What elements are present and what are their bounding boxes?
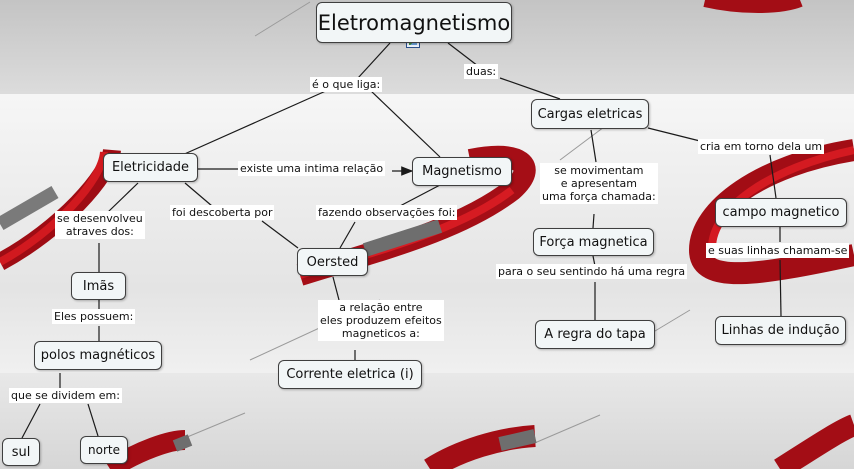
label-para-o-seu-sentido: para o seu sentindo há uma regra: [496, 264, 688, 279]
label-a-relacao-line-3: magneticos a:: [341, 327, 420, 340]
label-cria-em-torno: cria em torno dela um: [698, 139, 825, 154]
node-oersted[interactable]: Oersted: [297, 248, 368, 276]
label-que-se-dividem: que se dividem em:: [9, 388, 122, 403]
label-a-relacao-line-2: eles produzem efeitos: [320, 314, 442, 327]
node-regra-do-tapa[interactable]: A regra do tapa: [535, 320, 655, 349]
label-e-suas-linhas: e suas linhas chamam-se: [706, 243, 850, 258]
node-norte[interactable]: norte: [80, 436, 128, 464]
label-se-movimentam-line-1: se movimentam: [554, 164, 644, 177]
node-eletromagnetismo[interactable]: Eletromagnetismo: [316, 2, 512, 43]
node-forca-magnetica[interactable]: Força magnetica: [533, 228, 654, 256]
label-e-o-que-liga: é o que liga:: [310, 77, 383, 92]
label-se-movimentam-line-3: uma força chamada:: [542, 190, 656, 203]
label-se-desenvolveu-line-2: atraves dos:: [65, 225, 134, 238]
node-linhas-de-inducao[interactable]: Linhas de indução: [715, 316, 846, 345]
node-magnetismo[interactable]: Magnetismo: [412, 157, 512, 186]
label-a-relacao: a relação entre eles produzem efeitos ma…: [318, 300, 444, 341]
label-a-relacao-line-1: a relação entre: [339, 301, 423, 314]
label-se-movimentam-line-2: e apresentam: [560, 177, 638, 190]
connectors: [21, 42, 782, 439]
label-se-desenvolveu-line-1: se desenvolveu: [57, 212, 143, 225]
magnet-right: [688, 139, 854, 285]
node-polos-magneticos[interactable]: polos magnéticos: [34, 341, 162, 370]
node-eletricidade[interactable]: Eletricidade: [103, 153, 198, 182]
node-campo-magnetico[interactable]: campo magnetico: [715, 198, 847, 227]
label-foi-descoberta: foi descoberta por: [170, 205, 275, 220]
label-se-movimentam: se movimentam e apresentam uma força cha…: [540, 163, 658, 204]
node-sul[interactable]: sul: [2, 438, 40, 466]
label-duas: duas:: [464, 64, 499, 79]
node-cargas-eletricas[interactable]: Cargas eletricas: [531, 99, 649, 129]
magnet-bottom-right: [774, 414, 854, 469]
node-imas[interactable]: Imãs: [71, 272, 126, 300]
label-fazendo-observacoes: fazendo observações foi:: [316, 205, 458, 220]
label-existe-relacao: existe uma intima relação: [238, 161, 386, 176]
node-corrente-eletrica[interactable]: Corrente eletrica (i): [278, 360, 422, 389]
label-eles-possuem: Eles possuem:: [52, 309, 136, 324]
magnet-left: [0, 148, 121, 270]
magnet-bottom-center: [424, 425, 537, 469]
label-se-desenvolveu: se desenvolveu atraves dos:: [55, 211, 145, 239]
magnet-top-right: [703, 0, 803, 13]
